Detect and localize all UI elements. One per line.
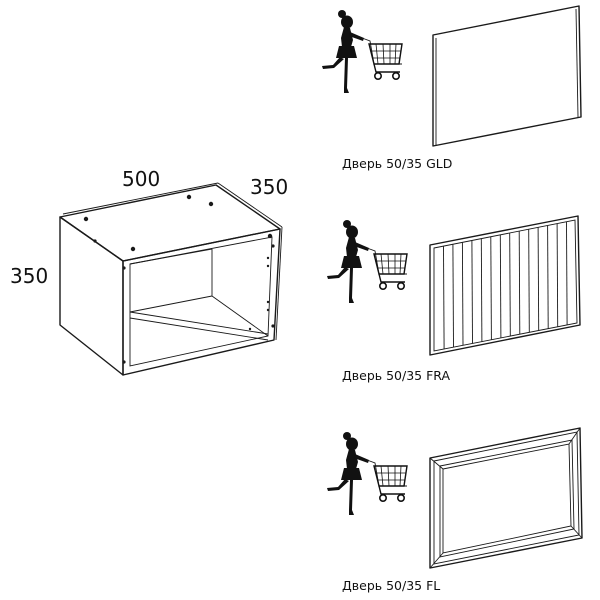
door-caption-3: Дверь 50/35 FL — [342, 578, 440, 593]
cabinet-width-label: 500 — [122, 167, 160, 191]
door-vertical-panels-drawing — [429, 215, 581, 356]
door-row-1: Дверь 50/35 GLD — [321, 5, 582, 171]
door-groove-line — [471, 240, 473, 344]
door-caption-2: Дверь 50/35 FRA — [342, 368, 450, 383]
door-framed-drawing — [429, 427, 583, 569]
door-groove-line — [480, 238, 483, 342]
door-groove-line — [461, 242, 464, 346]
cabinet-drawing — [59, 182, 283, 376]
door-groove-line — [518, 231, 521, 335]
cabinet-depth-label: 350 — [250, 175, 288, 199]
door-groove-line — [566, 221, 568, 325]
door-groove-line — [556, 223, 559, 327]
door-groove-line — [537, 227, 540, 331]
door-flat-drawing — [432, 5, 582, 147]
cabinet-height-label: 350 — [10, 264, 48, 288]
shopper-with-cart-icon — [321, 9, 403, 94]
door-groove-line — [528, 229, 530, 333]
door-groove-line — [509, 233, 511, 337]
screw-dots — [83, 194, 275, 364]
door-groove-line — [490, 236, 492, 340]
door-row-2: Дверь 50/35 FRA — [326, 215, 581, 383]
door-groove-line — [547, 225, 549, 329]
door-groove-line — [443, 246, 445, 350]
shopper-with-cart-icon — [326, 219, 408, 304]
shopper-with-cart-icon — [326, 431, 408, 516]
door-groove-line — [452, 244, 454, 348]
door-caption-1: Дверь 50/35 GLD — [342, 156, 452, 171]
door-groove-line — [499, 234, 502, 338]
door-row-3: Дверь 50/35 FL — [326, 427, 583, 593]
